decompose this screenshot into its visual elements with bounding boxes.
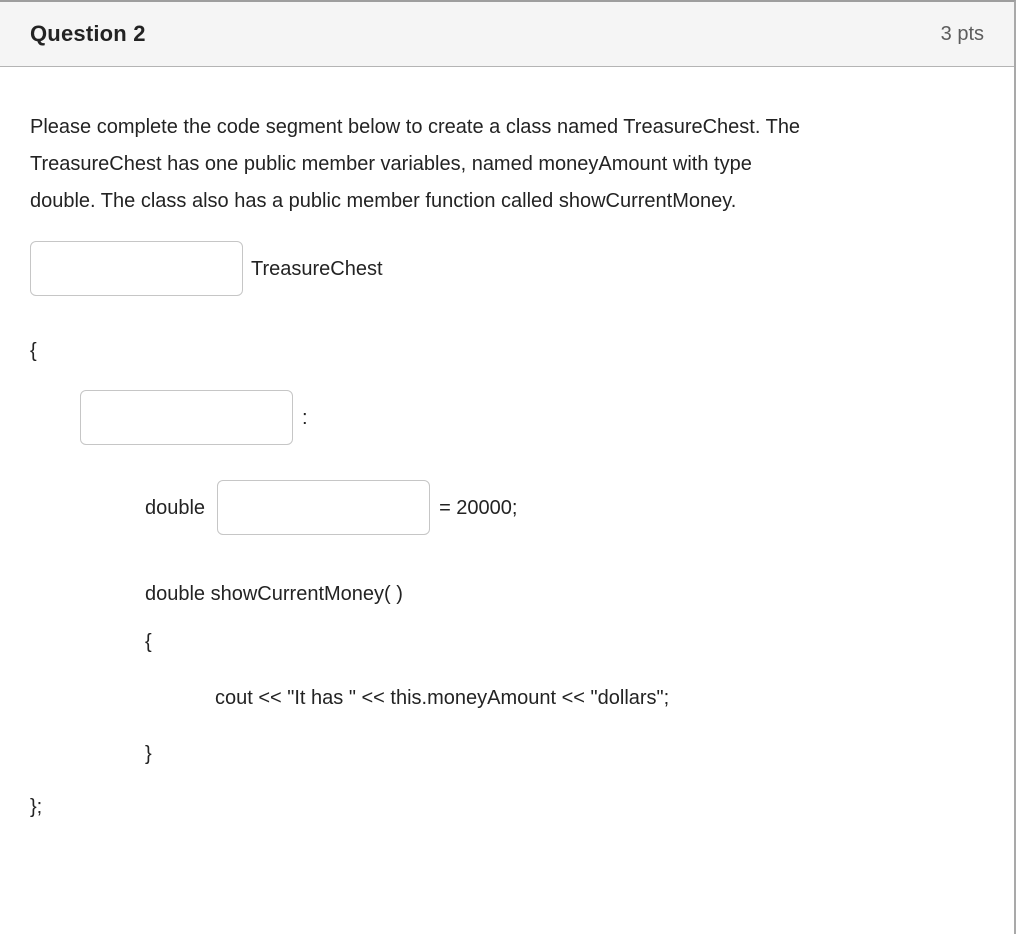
access-specifier-row: : xyxy=(80,390,984,445)
access-specifier-blank-input[interactable] xyxy=(80,390,293,445)
variable-name-blank-input[interactable] xyxy=(217,480,431,535)
double-keyword-text: double xyxy=(145,496,206,519)
prompt-line: TreasureChest has one public member vari… xyxy=(30,153,752,175)
question-prompt: Please complete the code segment below t… xyxy=(30,67,984,220)
class-keyword-blank-input[interactable] xyxy=(30,241,243,296)
function-open-brace-text: { xyxy=(145,631,152,653)
class-declaration-row: TreasureChest xyxy=(30,241,984,296)
question-header: Question 2 3 pts xyxy=(0,2,1014,67)
class-open-brace-text: { xyxy=(30,340,37,362)
code-segment: TreasureChest { : double = 20000; double… xyxy=(30,241,984,821)
question-points: 3 pts xyxy=(940,22,984,45)
assignment-suffix-text: = 20000; xyxy=(439,496,518,519)
prompt-line: Please complete the code segment below t… xyxy=(30,116,801,138)
function-signature-text: double showCurrentMoney( ) xyxy=(145,583,403,605)
class-close-text: }; xyxy=(30,796,43,818)
function-close-brace-text: } xyxy=(145,743,152,765)
question-body: Please complete the code segment below t… xyxy=(0,67,1014,821)
class-name-text: TreasureChest xyxy=(251,257,383,280)
cout-statement-text: cout << "It has " << this.moneyAmount <<… xyxy=(215,687,670,709)
prompt-line: double. The class also has a public memb… xyxy=(30,190,737,212)
member-variable-row: double = 20000; xyxy=(145,480,984,535)
colon-text: : xyxy=(302,406,308,429)
question-title: Question 2 xyxy=(30,21,146,46)
